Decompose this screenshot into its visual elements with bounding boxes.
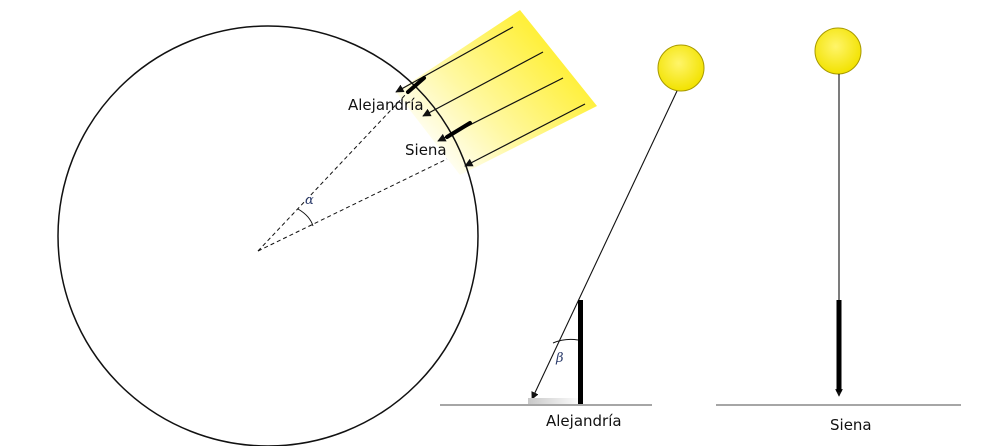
sun-icon [657,44,705,92]
sun-rays [395,26,586,167]
alejandria-gnomon-on-earth [406,76,426,94]
radius-to-alejandria [257,92,408,252]
sun-ray [464,103,586,167]
sun-icon [814,27,862,75]
siena-gnomon-on-earth [445,121,472,139]
alejandria-gnomon [578,300,583,404]
siena-gnomon [836,300,842,392]
oblique-sun-ray [531,90,678,400]
sunlight-band [396,10,597,175]
earth-circle [57,25,479,446]
beta-angle-arc [552,338,579,344]
alejandria-scene: β Alejandría [440,44,705,430]
siena-ground-label: Siena [830,416,872,434]
alejandria-ground-label: Alejandría [546,412,622,430]
beta-label: β [555,351,564,366]
siena-earth-label: Siena [405,141,447,159]
siena-scene: Siena [716,27,961,434]
sun-ray [395,26,514,93]
alejandria-earth-label: Alejandría [348,96,424,114]
radius-to-siena [257,158,448,252]
alpha-label: α [305,193,314,208]
alpha-angle-arc [297,208,314,227]
alejandria-shadow [528,398,582,404]
sun-ray [422,51,544,117]
